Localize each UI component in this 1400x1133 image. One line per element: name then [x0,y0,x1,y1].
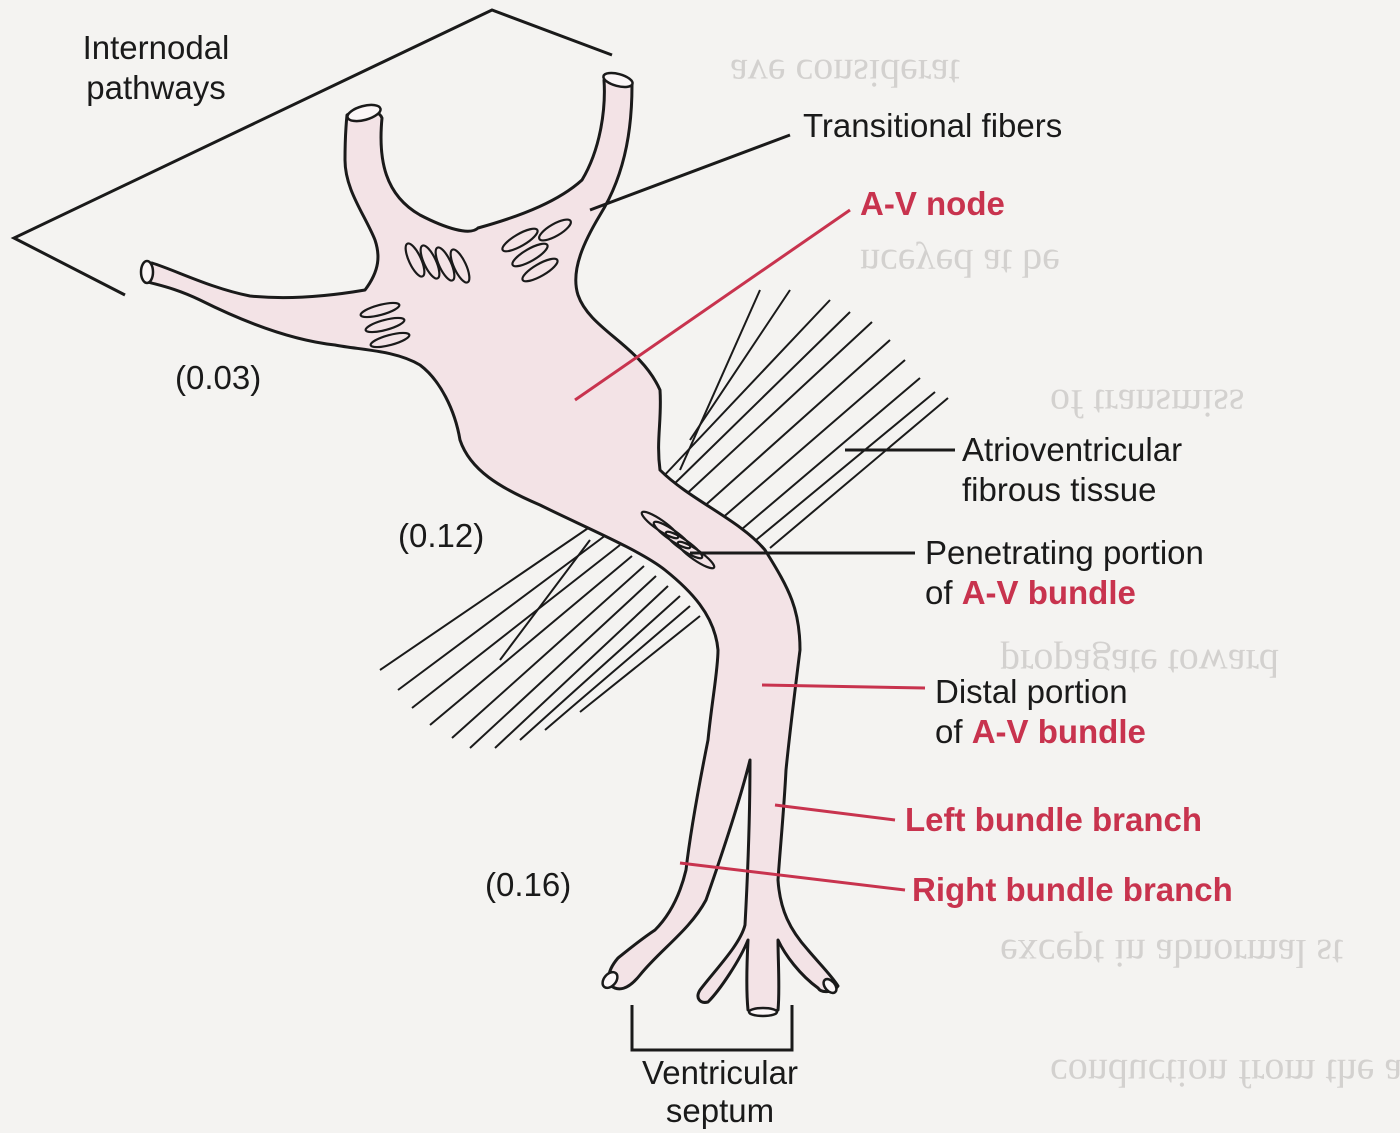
label-transitional-fibers: Transitional fibers [803,106,1062,146]
label-av-node: A-V node [860,184,1005,224]
leader-av-node [575,210,850,400]
leader-left-branch [775,805,895,820]
label-internodal-line2: pathways [40,68,272,108]
label-right-bundle-branch: Right bundle branch [912,870,1233,910]
label-ventricular-line1: Ventricular [592,1054,848,1092]
label-fibrous-tissue: Atrioventricular fibrous tissue [962,430,1182,510]
label-internodal-line1: Internodal [40,28,272,68]
label-penetrating-portion: Penetrating portion of A-V bundle [925,533,1204,613]
label-ventricular-septum: Ventricular septum [592,1054,848,1130]
label-penetrating-line2: of A-V bundle [925,573,1204,613]
label-penetrating-av-bundle: A-V bundle [962,574,1136,611]
label-distal-line2: of A-V bundle [935,712,1146,752]
label-ventricular-line2: septum [592,1092,848,1130]
label-distal-line1: Distal portion [935,672,1146,712]
label-time-016: (0.16) [485,865,571,905]
label-internodal-pathways: Internodal pathways [40,28,272,108]
label-distal-portion: Distal portion of A-V bundle [935,672,1146,752]
label-time-003: (0.03) [175,358,261,398]
label-penetrating-of: of [925,574,962,611]
label-fibrous-line1: Atrioventricular [962,430,1182,470]
label-left-bundle-branch: Left bundle branch [905,800,1202,840]
label-distal-av-bundle: A-V bundle [972,713,1146,750]
label-time-012: (0.12) [398,516,484,556]
label-penetrating-line1: Penetrating portion [925,533,1204,573]
label-distal-of: of [935,713,972,750]
label-fibrous-line2: fibrous tissue [962,470,1182,510]
